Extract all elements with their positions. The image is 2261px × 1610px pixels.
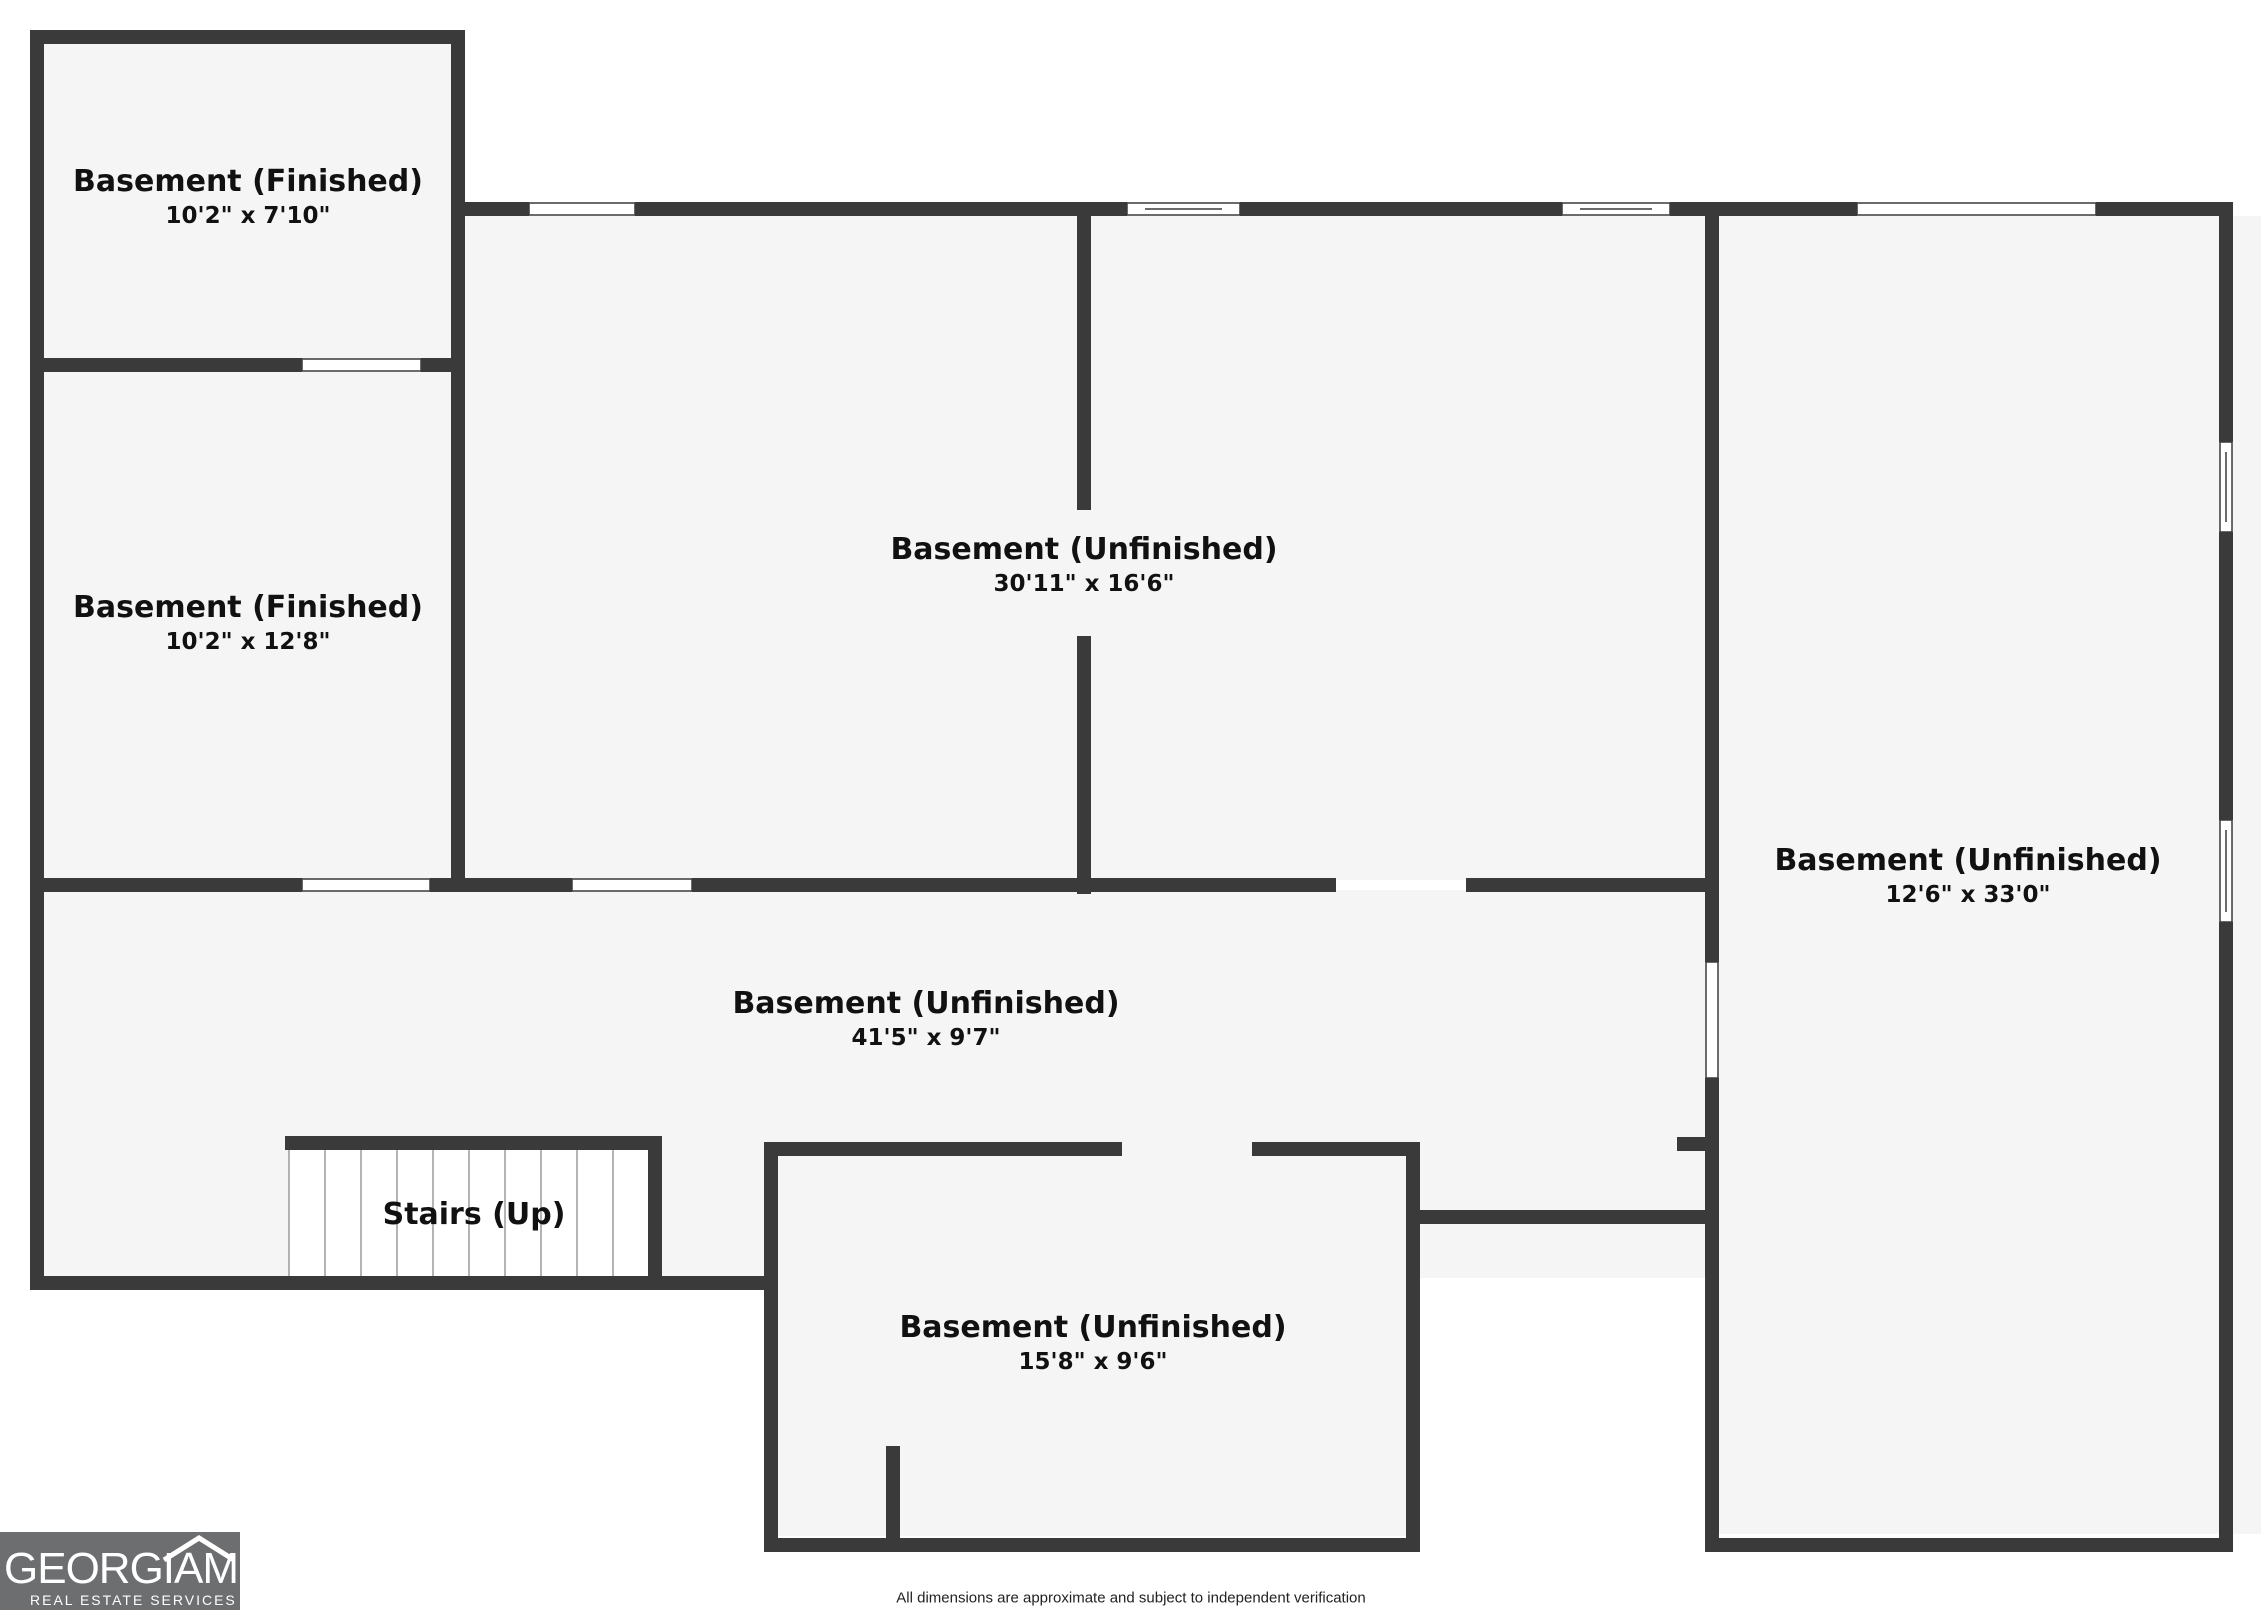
wall [692, 878, 1336, 892]
room-name: Basement (Finished) [73, 590, 423, 625]
room-name: Basement (Unfinished) [899, 1310, 1287, 1345]
wall [451, 30, 465, 890]
wall [2219, 922, 2233, 1552]
wall [1670, 202, 1857, 216]
wall [30, 30, 44, 1290]
room-dimensions: 15'8" x 9'6" [1018, 1349, 1168, 1375]
room-label: Basement (Unfinished) 15'8" x 9'6" [899, 1309, 1286, 1377]
wall [421, 358, 465, 372]
room-name: Basement (Finished) [73, 164, 423, 199]
stair-treads [288, 1150, 614, 1276]
floor-unfinished-bottom [778, 1150, 1406, 1536]
room-dimensions: 10'2" x 7'10" [165, 203, 331, 229]
wall [764, 1142, 1122, 1156]
floor-finished-middle [44, 372, 458, 880]
wall [886, 1446, 900, 1546]
wall [30, 1276, 778, 1290]
wall [764, 1538, 1420, 1552]
wall [30, 878, 302, 892]
wall [2219, 532, 2233, 820]
wall [648, 1136, 662, 1290]
wall [635, 202, 1127, 216]
wall [1705, 1078, 1719, 1552]
room-name: Stairs (Up) [382, 1197, 566, 1232]
house-roof-icon [162, 1535, 236, 1562]
wall [285, 1136, 662, 1150]
room-label: Basement (Unfinished) 30'11" x 16'6" [890, 531, 1277, 599]
room-name: Basement (Unfinished) [890, 532, 1278, 567]
window [301, 358, 422, 372]
wall [451, 202, 529, 216]
wall [1240, 202, 1562, 216]
wall [30, 30, 465, 44]
windows [301, 202, 2233, 1079]
room-label: Basement (Unfinished) 41'5" x 9'7" [732, 985, 1119, 1053]
wall [1406, 1142, 1420, 1552]
window-sashes [1145, 208, 2227, 912]
stairs [288, 1150, 648, 1276]
wall [2219, 202, 2233, 442]
window [528, 202, 636, 216]
room-dimensions: 30'11" x 16'6" [993, 571, 1175, 597]
wall [2096, 202, 2233, 216]
floor-finished-top [44, 44, 458, 362]
window [1856, 202, 2097, 216]
window [301, 878, 431, 892]
wall [1466, 878, 1718, 892]
room-name: Basement (Unfinished) [732, 986, 1120, 1021]
room-dimensions: 10'2" x 12'8" [165, 629, 331, 655]
window [1705, 961, 1719, 1079]
walls [30, 30, 2233, 1552]
room-label: Stairs (Up) [383, 1196, 566, 1234]
wall [430, 878, 572, 892]
room-label: Basement (Unfinished) 12'6" x 33'0" [1774, 842, 2161, 910]
room-label: Basement (Finished) 10'2" x 7'10" [73, 163, 423, 231]
room-dimensions: 41'5" x 9'7" [851, 1025, 1001, 1051]
window [571, 878, 693, 892]
wall [30, 358, 302, 372]
logo-tagline: REAL ESTATE SERVICES [30, 1592, 237, 1608]
wall [1677, 1137, 1719, 1151]
georgia-mls-logo: GEORGIAMLS REAL ESTATE SERVICES [0, 1532, 291, 1610]
logo-wordmark: GEORGIAMLS [4, 1544, 291, 1593]
wall [1252, 1142, 1420, 1156]
wall [1406, 1210, 1719, 1224]
room-label: Basement (Finished) 10'2" x 12'8" [73, 589, 423, 657]
room-dimensions: 12'6" x 33'0" [1885, 882, 2051, 908]
floor-unfinished-right [1717, 216, 2261, 1534]
disclaimer-footnote: All dimensions are approximate and subje… [896, 1589, 1366, 1607]
wall [1705, 1538, 2233, 1552]
wall [764, 1142, 778, 1552]
wall [1705, 202, 1719, 962]
wall [1077, 636, 1091, 894]
room-name: Basement (Unfinished) [1774, 843, 2162, 878]
wall [1077, 202, 1091, 510]
